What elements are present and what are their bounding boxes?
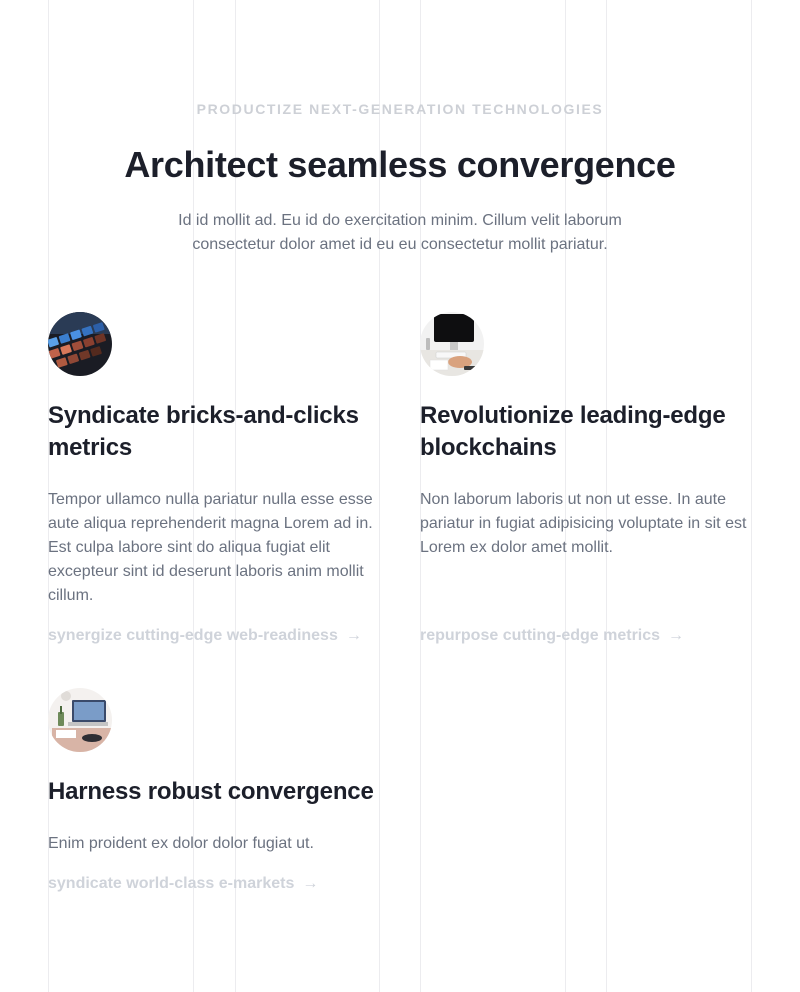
feature-link[interactable]: syndicate world-class e-markets →	[48, 875, 318, 893]
feature-link-label: synergize cutting-edge web-readiness	[48, 627, 338, 644]
section-lead: Id id mollit ad. Eu id do exercitation m…	[178, 212, 622, 253]
feature-link[interactable]: repurpose cutting-edge metrics →	[420, 627, 684, 645]
feature-link[interactable]: synergize cutting-edge web-readiness →	[48, 627, 362, 645]
arrow-right-icon: →	[345, 627, 362, 644]
feature-link-label: syndicate world-class e-markets	[48, 875, 295, 892]
feature-title: Revolutionize leading-edge blockchains	[420, 402, 726, 461]
laptop-desk-photo-icon	[48, 688, 112, 752]
desk-computer-photo-icon	[420, 312, 484, 376]
feature-description: Non laborum laboris ut non ut esse. In a…	[420, 491, 747, 556]
feature-link-label: repurpose cutting-edge metrics	[420, 627, 661, 644]
feature-card: Revolutionize leading-edge blockchains N…	[420, 312, 760, 644]
section-eyebrow: PRODUCTIZE NEXT-GENERATION TECHNOLOGIES	[196, 101, 604, 117]
section-title: Architect seamless convergence	[124, 144, 676, 185]
feature-title: Harness robust convergence	[48, 778, 374, 805]
keyboard-photo-icon	[48, 312, 112, 376]
feature-title: Syndicate bricks-and-clicks metrics	[48, 402, 359, 461]
feature-description: Enim proident ex dolor dolor fugiat ut.	[48, 835, 314, 852]
feature-card: Syndicate bricks-and-clicks metrics Temp…	[48, 312, 388, 644]
arrow-right-icon: →	[668, 627, 685, 644]
feature-description: Tempor ullamco nulla pariatur nulla esse…	[48, 491, 373, 604]
feature-card: Harness robust convergence Enim proident…	[48, 688, 388, 892]
arrow-right-icon: →	[302, 875, 319, 892]
